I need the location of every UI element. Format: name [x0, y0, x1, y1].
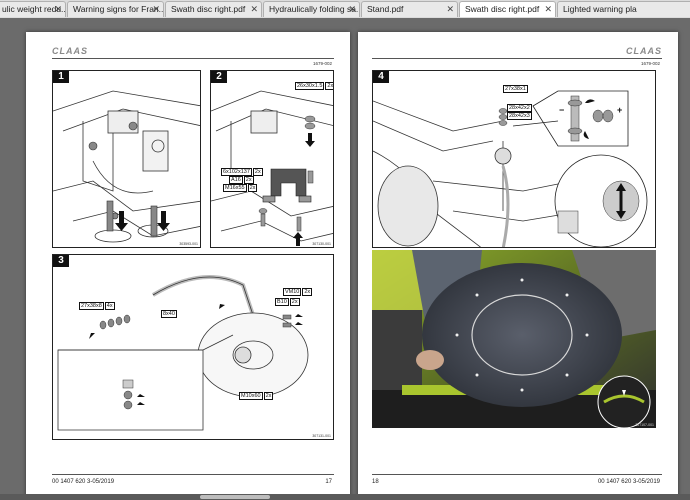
figure-panel-1: 1 303593-001 — [52, 70, 201, 248]
part-qty: 4x — [104, 302, 115, 310]
panel-number: 2 — [211, 71, 227, 83]
close-icon[interactable]: ✕ — [152, 4, 160, 14]
part-size: M10x60 — [239, 392, 263, 400]
panel-number: 3 — [53, 255, 69, 267]
tab-2[interactable]: Swath disc right.pdf ✕ — [165, 1, 262, 17]
doc-code: 1679-002 — [312, 61, 332, 66]
part-qty: 2x — [263, 392, 274, 400]
tab-4[interactable]: Stand.pdf ✕ — [361, 1, 458, 17]
adjustment-illustration — [373, 90, 648, 247]
figure-panel-photo: 307107-001 — [372, 250, 656, 428]
claas-logo: CLAAS — [626, 46, 662, 56]
tab-label: Swath disc right.pdf — [171, 4, 246, 14]
part-size: 27x38x1 — [503, 85, 528, 93]
close-icon[interactable]: ✕ — [348, 4, 356, 14]
part-qty: 2x — [289, 298, 300, 306]
panel-number: 1 — [53, 71, 69, 83]
tab-label: Lighted warning pla — [563, 4, 637, 14]
page-number: 17 — [325, 479, 332, 485]
tab-1[interactable]: Warning signs for Fran...✕ — [67, 1, 164, 17]
part-label: 28x42x2 — [507, 104, 532, 112]
part-size: VM10 — [283, 288, 302, 296]
page-number: 18 — [372, 479, 379, 485]
footer-doc-number: 00 1407 620 3-05/2019 — [597, 479, 660, 485]
plus-symbol: + — [617, 105, 623, 115]
tab-6[interactable]: Lighted warning pla — [557, 1, 690, 17]
claas-logo: CLAAS — [52, 46, 88, 56]
part-size: A16 — [229, 176, 243, 184]
figure-code: 307130-001 — [312, 242, 331, 246]
tab-0[interactable]: ulic weight redu...✕ — [0, 1, 66, 17]
pdf-viewer: CLAAS 1679-002 — [0, 18, 690, 500]
horizontal-scrollbar[interactable] — [0, 494, 690, 500]
swath-disc-illustration — [57, 275, 309, 431]
doc-code: 1679-002 — [640, 61, 660, 66]
scrollbar-thumb[interactable] — [200, 495, 270, 499]
part-size: 6x102x137 — [221, 168, 252, 176]
part-size: B10 — [275, 298, 289, 306]
tab-label: Hydraulically folding sa... — [269, 4, 360, 14]
part-size: 8x40 — [161, 310, 177, 318]
swath-disc-photo — [372, 250, 656, 428]
tab-5[interactable]: Swath disc right.pdf ✕ — [459, 1, 556, 17]
part-qty: 2x — [243, 176, 254, 184]
machine-illustration — [211, 90, 333, 246]
close-icon[interactable]: ✕ — [446, 4, 454, 14]
minus-symbol: − — [559, 105, 565, 115]
part-label: 8x40 — [161, 310, 177, 318]
machine-illustration — [53, 90, 200, 243]
part-qty: 2x — [252, 168, 263, 176]
tab-label: Swath disc right.pdf — [465, 4, 540, 14]
part-size: 28x42x3 — [507, 112, 532, 120]
header-rule — [372, 58, 662, 59]
part-qty: 2x — [302, 288, 313, 296]
close-icon[interactable]: ✕ — [54, 4, 62, 14]
part-label: 27x38x1 — [503, 85, 528, 93]
figure-code: 303593-001 — [179, 242, 198, 246]
page-18: CLAAS 1679-002 — [358, 32, 678, 500]
figure-code: 307107-001 — [635, 423, 654, 427]
footer-rule — [372, 474, 662, 475]
tab-label: Stand.pdf — [367, 4, 404, 14]
part-size: 28x42x2 — [507, 104, 532, 112]
close-icon[interactable]: ✕ — [544, 4, 552, 14]
header-rule — [52, 58, 334, 59]
panel-number: 4 — [373, 71, 389, 83]
part-size: 27x38x8 — [79, 302, 104, 310]
figure-code: 307131-001 — [312, 434, 331, 438]
footer-doc-number: 00 1407 620 3-05/2019 — [52, 479, 115, 485]
part-qty: 2x — [325, 82, 334, 90]
part-qty: 2x — [247, 184, 258, 192]
tab-label: Warning signs for Fran... — [73, 4, 164, 14]
page-17: CLAAS 1679-002 — [26, 32, 350, 500]
footer-rule — [52, 474, 334, 475]
tab-bar: ulic weight redu...✕ Warning signs for F… — [0, 0, 690, 19]
figure-panel-4: 4 27x38x1 28x42x2 28x42x3 − + — [372, 70, 656, 248]
close-icon[interactable]: ✕ — [250, 4, 258, 14]
tab-3[interactable]: Hydraulically folding sa...✕ — [263, 1, 360, 17]
tab-label: ulic weight redu... — [2, 4, 66, 14]
part-size: M16x55 — [223, 184, 247, 192]
part-label: 28x42x3 — [507, 112, 532, 120]
part-size: 26x30x1.5 — [295, 82, 325, 90]
